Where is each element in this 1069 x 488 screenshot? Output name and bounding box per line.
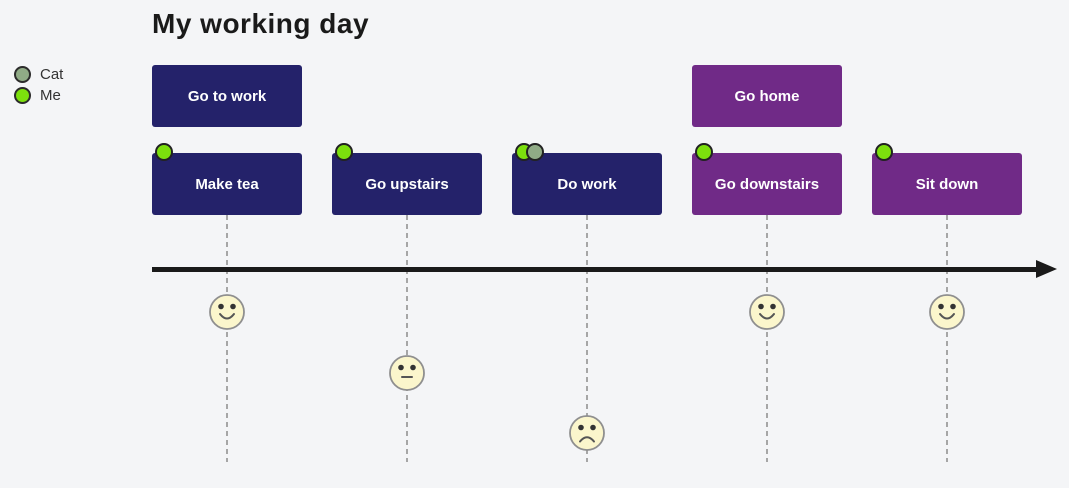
arrow-right-icon [1036,260,1057,278]
legend: Cat Me [14,64,63,106]
gridline [406,215,408,462]
sad-face-icon [568,414,606,452]
task-box-do-work: Do work [512,143,662,215]
gridline [226,215,228,462]
happy-face-icon [748,293,786,331]
task-box-sit-down: Sit down [872,143,1022,215]
task-box-make-tea: Make tea [152,143,302,215]
task-label: Make tea [195,175,259,193]
cat-actor-icon [14,66,31,83]
cat-actor-icon [526,143,544,161]
gridline [766,215,768,462]
happy-face-icon [928,293,966,331]
legend-label-me: Me [40,87,61,104]
diagram-title: My working day [152,8,370,39]
me-actor-icon [875,143,893,161]
happy-face-icon [208,293,246,331]
section-box-go-home: Go home [692,65,842,127]
task-label: Go upstairs [365,175,449,193]
task-label: Sit down [915,175,979,193]
neutral-face-icon [388,354,426,392]
timeline-axis [152,267,1040,272]
gridline [946,215,948,462]
legend-label-cat: Cat [40,66,64,83]
task-label: Go downstairs [714,175,820,193]
task-box-go-downstairs: Go downstairs [692,143,842,215]
task-box-go-upstairs: Go upstairs [332,143,482,215]
section-label: Go home [734,87,800,105]
me-actor-icon [155,143,173,161]
me-actor-icon [14,87,31,104]
section-box-go-to-work: Go to work [152,65,302,127]
task-label: Do work [557,175,617,193]
section-label: Go to work [187,87,267,105]
legend-item-me: Me [14,85,63,106]
legend-item-cat: Cat [14,64,63,85]
gridline [586,215,588,462]
me-actor-icon [335,143,353,161]
me-actor-icon [695,143,713,161]
